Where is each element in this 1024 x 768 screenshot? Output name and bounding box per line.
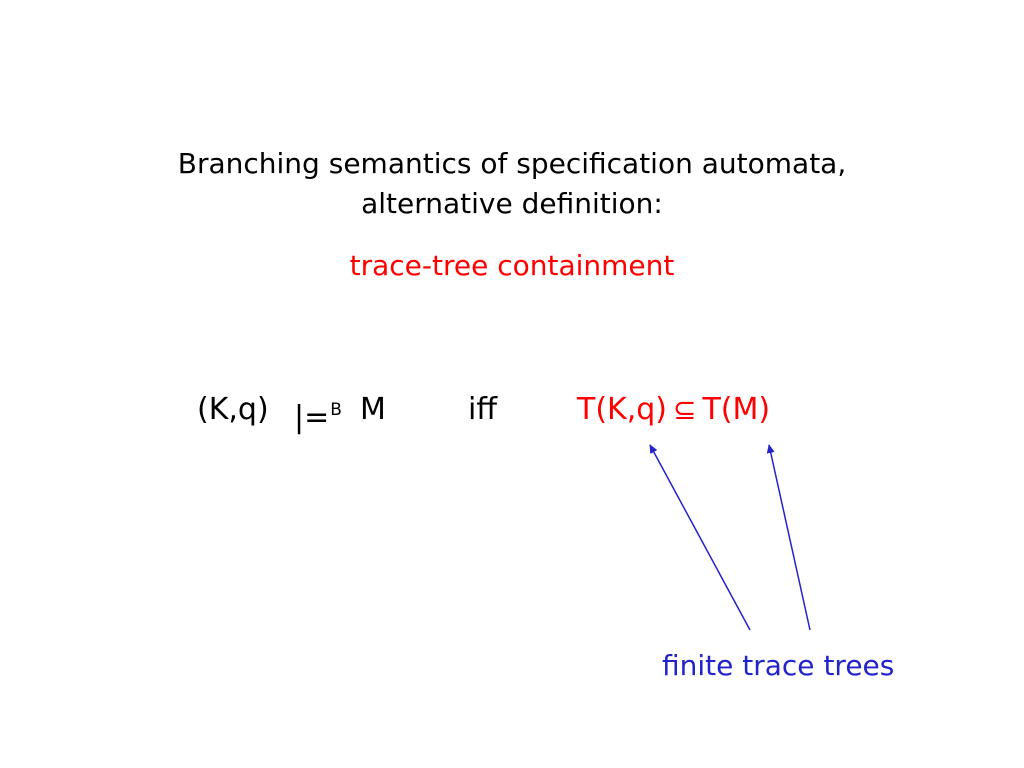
- slide-subtitle: trace-tree containment: [349, 249, 675, 282]
- formula-lhs: (K,q): [197, 392, 269, 427]
- trace-tree-kq: T(K,q): [577, 392, 667, 427]
- models-superscript: B: [330, 400, 342, 420]
- subseteq-symbol: ⊆: [673, 393, 697, 426]
- formula-spec: M: [360, 392, 386, 427]
- title-line-2: alternative definition:: [361, 187, 663, 220]
- finite-trace-trees-caption: finite trace trees: [662, 649, 895, 682]
- slide-title: Branching semantics of specification aut…: [0, 144, 1024, 224]
- formula-models-relation: |=B: [294, 390, 342, 438]
- models-symbol: |=: [294, 400, 330, 435]
- arrow-to-trace-tree-kq: [649, 444, 751, 631]
- formula-iff: iff: [468, 392, 498, 427]
- formula-rhs: T(K,q)⊆T(M): [577, 390, 770, 430]
- title-line-1: Branching semantics of specification aut…: [177, 147, 847, 180]
- trace-tree-m: T(M): [702, 392, 771, 427]
- arrow-to-trace-tree-m: [766, 444, 811, 631]
